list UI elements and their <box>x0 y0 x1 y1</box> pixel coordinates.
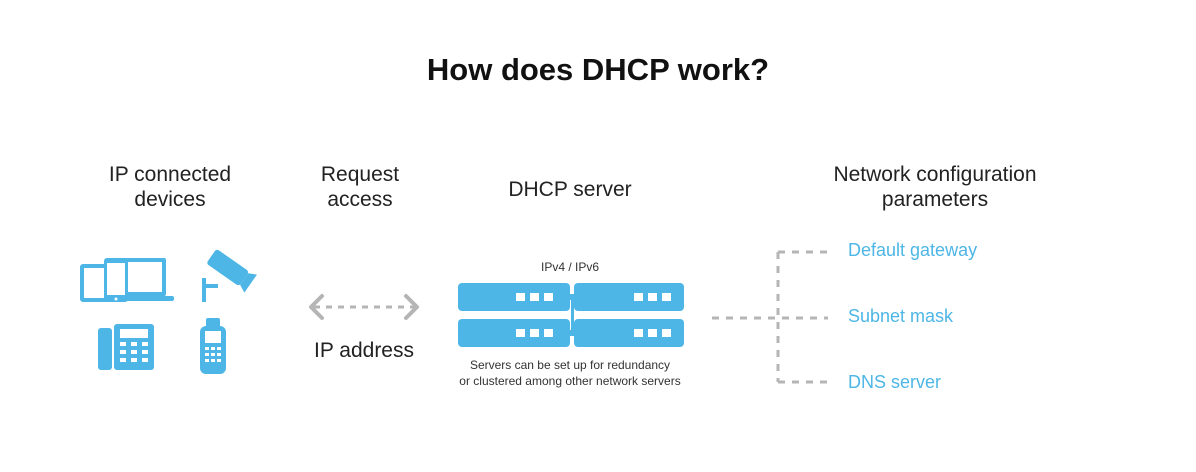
request-heading-line1: Request <box>320 163 400 186</box>
server-note-line2: or clustered among other network servers <box>459 374 681 388</box>
server-note: Servers can be set up for redundancy or … <box>420 357 720 389</box>
devices-heading-line2: devices <box>134 188 206 211</box>
param-default-gateway: Default gateway <box>848 240 978 260</box>
desk-phone-icon <box>98 324 154 370</box>
request-arrow <box>309 294 419 320</box>
devices-heading-line1: IP connected <box>108 163 232 186</box>
request-heading: Request access <box>290 162 430 212</box>
param-subnet-mask: Subnet mask <box>848 306 954 326</box>
ip-address-label: IP address <box>313 339 414 362</box>
security-camera-icon <box>202 249 257 302</box>
ip-versions-label: IPv4 / IPv6 <box>540 260 600 274</box>
server-icon <box>458 283 684 347</box>
params-heading-line1: Network configuration <box>833 163 1037 186</box>
page-title: How does DHCP work? <box>426 52 770 87</box>
parameter-tree-lines <box>712 250 828 384</box>
params-heading: Network configuration parameters <box>790 162 1080 212</box>
devices-heading: IP connected devices <box>70 162 270 212</box>
param-dns-server: DNS server <box>848 372 942 392</box>
server-note-line1: Servers can be set up for redundancy <box>469 358 671 372</box>
devices-icon <box>80 258 174 302</box>
handheld-scanner-icon <box>200 318 226 374</box>
server-heading: DHCP server <box>508 178 632 201</box>
request-heading-line2: access <box>327 188 393 211</box>
params-heading-line2: parameters <box>881 188 989 211</box>
